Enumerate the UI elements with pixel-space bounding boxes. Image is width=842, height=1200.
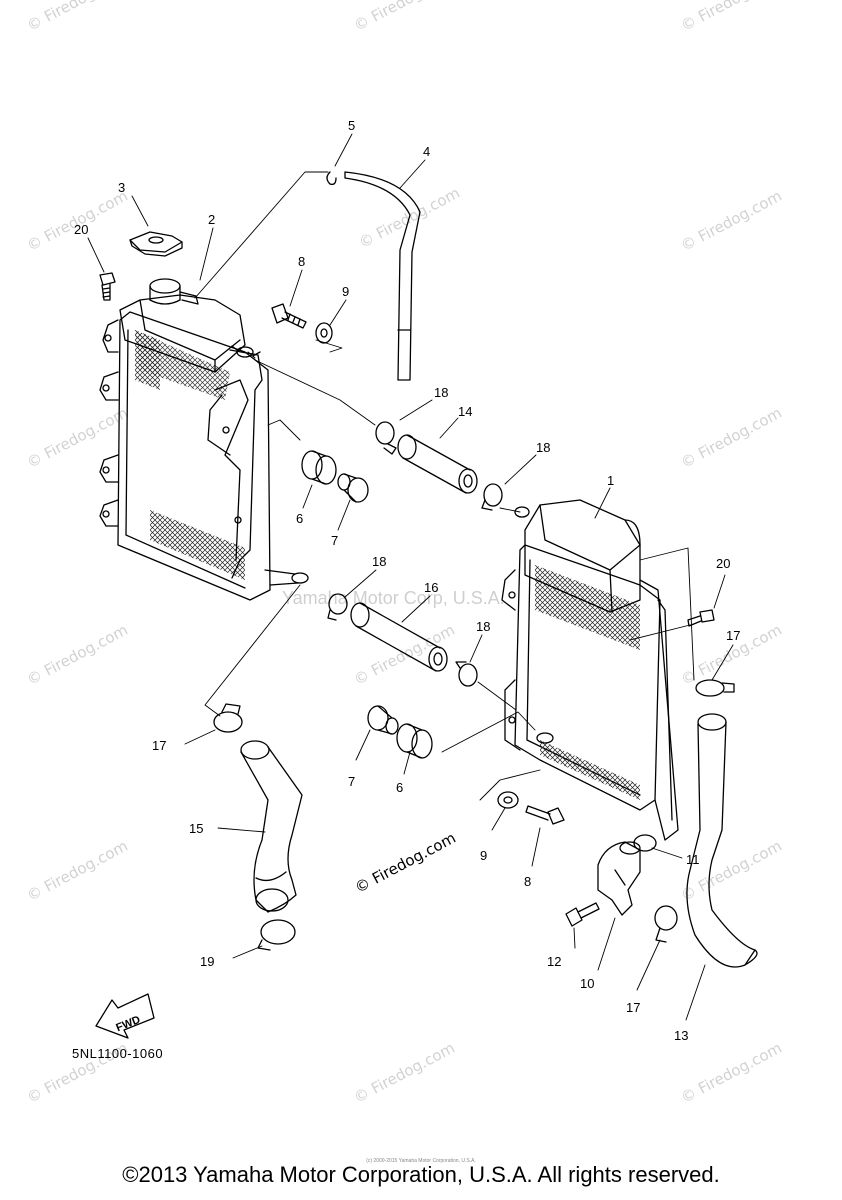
washer-9-upper (315, 322, 333, 344)
leader-lines (87, 133, 734, 1021)
collar-7-upper (337, 473, 369, 503)
callout-6-upper: 6 (296, 511, 303, 526)
grommet-6-upper (301, 450, 337, 485)
clamp-18c (327, 593, 348, 621)
fwd-label: FWD (114, 1014, 142, 1035)
callout-6-lower: 6 (396, 780, 403, 795)
callout-2: 2 (208, 212, 215, 227)
bolt-20-right (687, 609, 715, 627)
collar-7-lower (367, 705, 399, 735)
callout-7-upper: 7 (331, 533, 338, 548)
callout-4: 4 (423, 144, 430, 159)
clamp-18a (375, 421, 397, 455)
callout-9-lower: 9 (480, 848, 487, 863)
callout-12: 12 (547, 954, 561, 969)
hose-joint-10 (597, 841, 641, 916)
callout-7-lower: 7 (348, 774, 355, 789)
callout-17-left: 17 (152, 738, 166, 753)
radiator-cap (129, 231, 183, 257)
callout-14: 14 (458, 404, 472, 419)
callout-5: 5 (348, 118, 355, 133)
left-radiator (99, 278, 309, 601)
right-radiator (501, 499, 679, 841)
bolt-20-left (99, 272, 116, 301)
grommet-6-lower (396, 723, 433, 759)
copyright-footer: ©2013 Yamaha Motor Corporation, U.S.A. A… (122, 1162, 720, 1187)
tiny-print: (c) 2000-2015 Yamaha Motor Corporation, … (366, 1158, 476, 1164)
diagram-code: 5NL1100-1060 (72, 1046, 164, 1061)
clamp-18d (455, 661, 478, 687)
callout-20-left: 20 (74, 222, 88, 237)
hose-15 (240, 740, 303, 913)
bolt-12 (565, 902, 600, 927)
callout-18b: 18 (536, 440, 550, 455)
callout-11: 11 (686, 852, 700, 867)
callout-10: 10 (580, 976, 594, 991)
clip-5 (326, 171, 337, 186)
fwd-arrow (95, 993, 155, 1039)
washer-9-lower (497, 791, 519, 809)
assembly-lines (194, 171, 695, 801)
clamp-19 (257, 919, 296, 951)
callout-1: 1 (607, 473, 614, 488)
callout-18c: 18 (372, 554, 386, 569)
callout-18d: 18 (476, 619, 490, 634)
callout-13: 13 (674, 1028, 688, 1043)
callout-8-lower: 8 (524, 874, 531, 889)
clamp-17-lower (654, 905, 678, 943)
callout-15: 15 (189, 821, 203, 836)
callout-3: 3 (118, 180, 125, 195)
callout-17-upper-right: 17 (726, 628, 740, 643)
callout-18a: 18 (434, 385, 448, 400)
center-watermark: Yamaha Motor Corp, U.S.A. (282, 588, 505, 608)
callout-16: 16 (424, 580, 438, 595)
callout-19: 19 (200, 954, 214, 969)
clamp-18b (481, 483, 503, 511)
breather-hose-4 (344, 171, 421, 381)
callout-20-right: 20 (716, 556, 730, 571)
callout-numbers: 1 2 3 4 5 20 8 9 18 14 18 6 7 18 16 18 2… (74, 118, 740, 1043)
bolt-8-upper (271, 303, 307, 329)
hose-16 (350, 602, 448, 672)
hose-13 (686, 713, 758, 968)
hose-14 (397, 434, 478, 494)
callout-17-lower-right: 17 (626, 1000, 640, 1015)
clamp-17-left (213, 703, 243, 733)
clamp-17-upper (695, 679, 735, 697)
callout-9-upper: 9 (342, 284, 349, 299)
bolt-8-lower (525, 805, 565, 825)
callout-8-upper: 8 (298, 254, 305, 269)
